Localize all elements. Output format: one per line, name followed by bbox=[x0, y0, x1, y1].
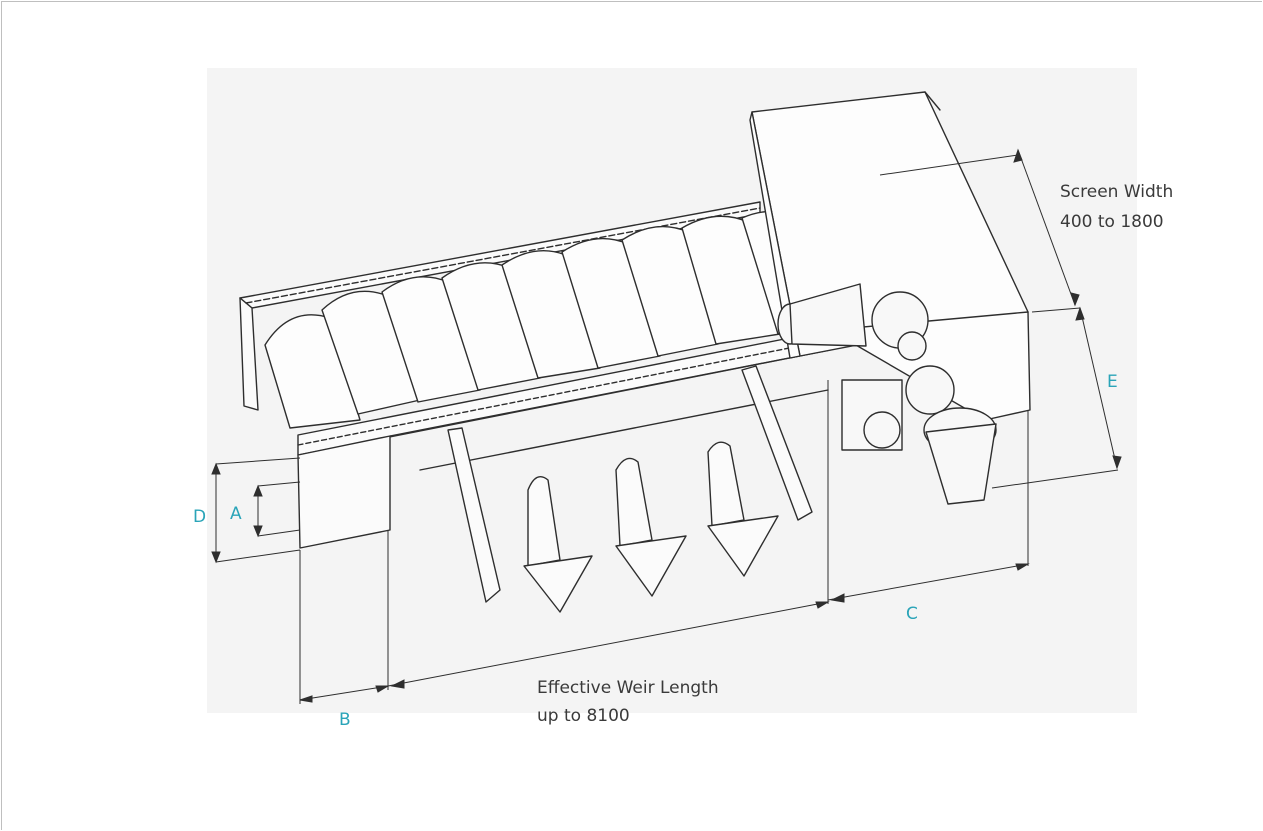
effective-weir-length-label: Effective Weir Length bbox=[537, 678, 719, 698]
dimension-d-label: D bbox=[193, 507, 207, 527]
drive-units bbox=[777, 283, 997, 505]
support-legs bbox=[447, 365, 813, 603]
dimension-lines bbox=[211, 148, 1122, 704]
dimension-b-label: B bbox=[339, 710, 351, 730]
front-beam bbox=[297, 329, 831, 549]
weir-cones bbox=[523, 441, 779, 613]
dimension-a-label: A bbox=[230, 504, 242, 524]
screen-width-range: 400 to 1800 bbox=[1060, 212, 1164, 232]
screen-width-label: Screen Width bbox=[1060, 182, 1174, 202]
discharge-chute bbox=[749, 91, 1031, 421]
dimension-e-label: E bbox=[1107, 372, 1118, 392]
effective-weir-length-value: up to 8100 bbox=[537, 706, 630, 726]
screen-segments bbox=[264, 210, 821, 429]
dimension-c-label: C bbox=[906, 604, 918, 624]
